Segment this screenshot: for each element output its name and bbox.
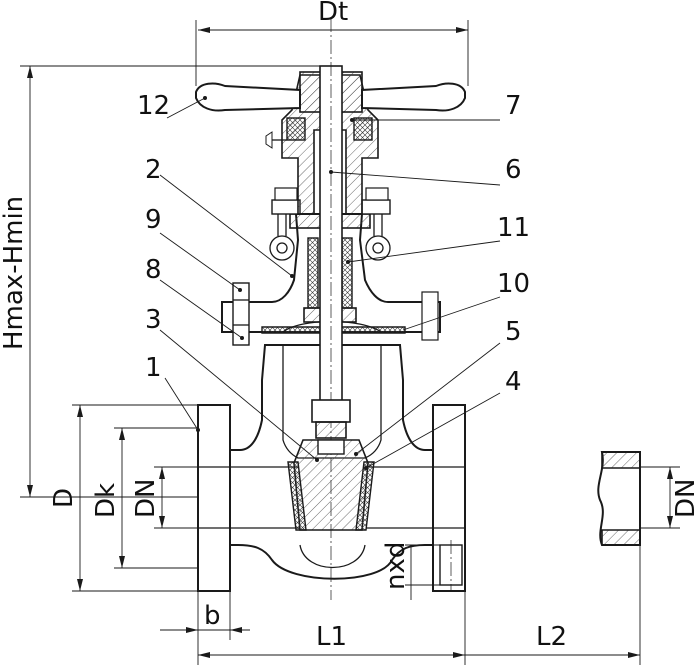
callout-2: 2 (145, 155, 162, 185)
callout-5: 5 (505, 317, 522, 347)
stem (311, 18, 351, 600)
label-dt: Dt (318, 0, 348, 27)
side-view-section (597, 451, 641, 546)
callout-labels: 12 7 2 6 9 11 8 10 3 5 1 4 (137, 91, 530, 397)
callout-4: 4 (505, 367, 522, 397)
dimension-lines (20, 20, 680, 665)
label-d: D (49, 488, 79, 508)
leader-lines (159, 96, 501, 470)
callout-11: 11 (497, 213, 530, 243)
callout-10: 10 (497, 269, 530, 299)
callout-7: 7 (505, 91, 522, 121)
callout-12: 12 (137, 91, 170, 121)
label-dn-right: DN (671, 479, 700, 518)
label-l2: L2 (536, 622, 567, 652)
label-dk: Dk (91, 483, 121, 518)
label-b: b (204, 601, 221, 631)
callout-3: 3 (145, 305, 162, 335)
label-nxd: nxd (381, 542, 411, 590)
label-l1: L1 (316, 622, 347, 652)
callout-8: 8 (145, 255, 162, 285)
callout-1: 1 (145, 353, 162, 383)
label-dn-left: DN (131, 479, 161, 518)
label-hmax-hmin: Hmax-Hmin (0, 196, 29, 350)
wedge-gate (287, 439, 375, 531)
callout-9: 9 (145, 205, 162, 235)
callout-6: 6 (505, 155, 522, 185)
